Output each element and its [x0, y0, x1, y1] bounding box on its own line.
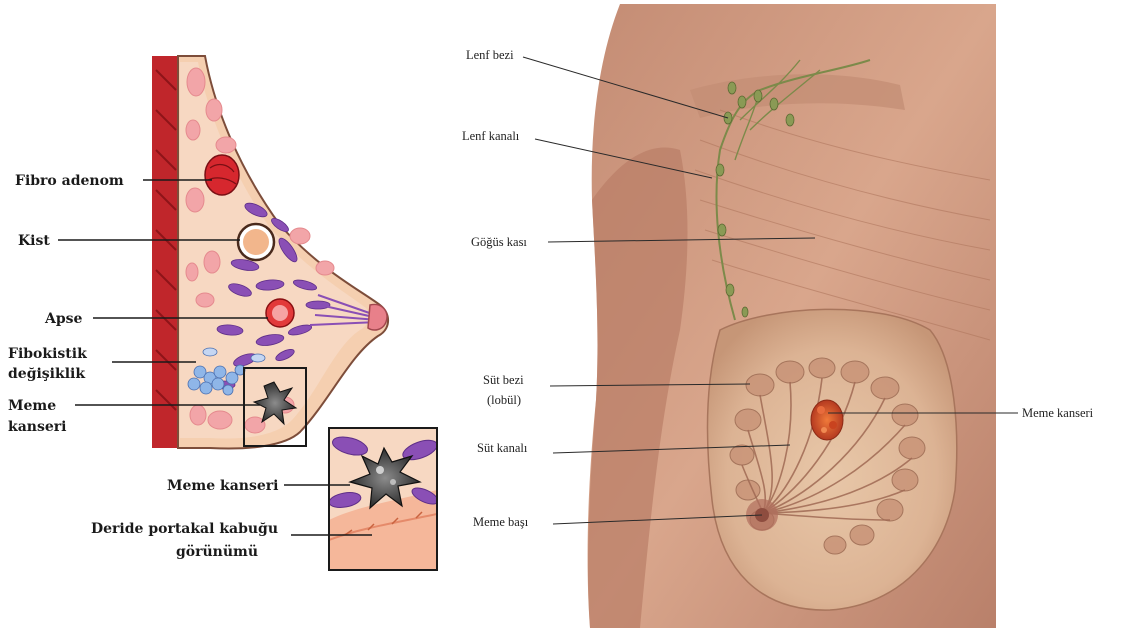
label-portakal-1: Deride portakal kabuğu	[91, 521, 278, 537]
label-fibrokistik-2: değişiklik	[8, 366, 85, 382]
label-lenf-kanali: Lenf kanalı	[462, 129, 520, 143]
label-kist: Kist	[18, 233, 50, 249]
label-sut-kanali: Süt kanalı	[477, 441, 528, 455]
torso-anatomy	[588, 4, 996, 628]
label-sut-bezi-1: Süt bezi	[483, 373, 524, 387]
label-fibrokistik-1: Fibokistik	[8, 346, 87, 362]
nipple	[368, 304, 387, 330]
cancer-inset	[328, 428, 440, 570]
chest-muscle	[152, 56, 178, 448]
label-meme-basi: Meme başı	[473, 515, 529, 529]
abscess	[266, 299, 294, 327]
label-sut-bezi-2: (lobül)	[487, 393, 521, 407]
tumor	[811, 400, 843, 440]
fibroadenoma-mass	[205, 155, 239, 195]
label-inset-meme-kanseri: Meme kanseri	[167, 478, 278, 494]
cyst	[238, 224, 274, 260]
label-portakal-2: görünümü	[176, 544, 258, 560]
label-lenf-bezi: Lenf bezi	[466, 48, 514, 62]
label-meme-kanseri-1: Meme	[8, 398, 56, 414]
label-meme-kanseri-2: kanseri	[8, 419, 66, 435]
label-meme-kanseri-right: Meme kanseri	[1022, 406, 1094, 420]
label-apse: Apse	[44, 311, 83, 327]
label-gogus-kasi: Göğüs kası	[471, 235, 527, 249]
breast-cross-section	[152, 56, 388, 448]
label-fibro-adenom: Fibro adenom	[15, 173, 124, 189]
